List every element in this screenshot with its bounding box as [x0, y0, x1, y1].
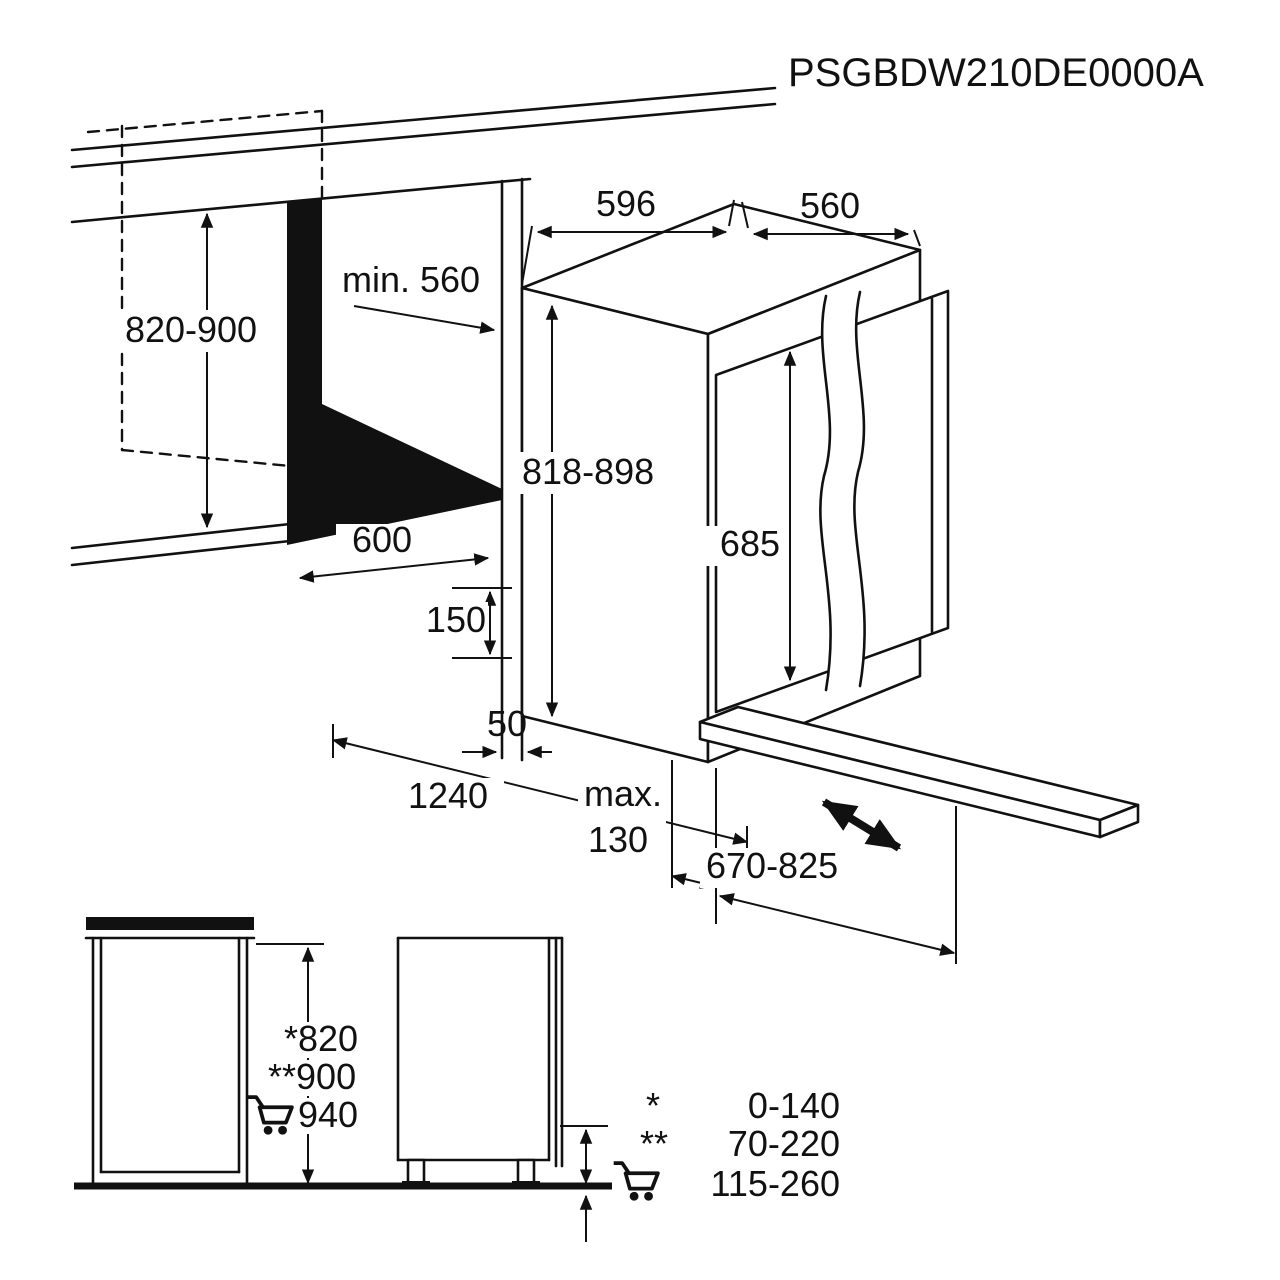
- base-edge: [70, 522, 292, 550]
- label-backing: [698, 526, 784, 566]
- adjustable-foot: [516, 1158, 536, 1185]
- dim-niche-width-label: 600: [352, 519, 412, 560]
- extension-line: [741, 201, 749, 229]
- slide-direction-arrow: [821, 798, 902, 852]
- label-backing: [578, 776, 666, 862]
- leader-arrow: [353, 305, 496, 334]
- dim-appliance-height-label: 818-898: [522, 451, 654, 492]
- left-side-face: [520, 286, 710, 764]
- dim-appliance-depth-label: 560: [800, 185, 860, 226]
- dimension-arrow: [298, 553, 490, 583]
- panel-break: [819, 290, 866, 692]
- dim-plinth-range-label: 670-825: [706, 845, 838, 886]
- dim-appliance-depth: 560: [741, 185, 921, 247]
- dim-pullout-depth-label: 1240: [408, 775, 488, 816]
- niche-cutout: [287, 199, 502, 545]
- label-backing: [112, 310, 270, 352]
- dim-plinth-recess: max. 130: [578, 760, 717, 924]
- dim-door-height-label: 685: [720, 523, 780, 564]
- legend-double-star-range: 70-220: [728, 1123, 840, 1164]
- dim-door-height: 685: [698, 350, 797, 682]
- plinth-board: [698, 705, 1140, 839]
- legend-double-star-symbol: **: [640, 1123, 668, 1164]
- legend-star-range: 0-140: [748, 1085, 840, 1126]
- cabinet-base-lines: [70, 522, 292, 567]
- dim-plinth-recess-value: 130: [588, 819, 648, 860]
- extension-line: [521, 225, 533, 285]
- plinth-front: [698, 720, 1102, 839]
- shopping-cart-icon: [611, 1161, 660, 1203]
- worktop-back-edge: [70, 86, 777, 152]
- legend-star-symbol: *: [646, 1085, 660, 1126]
- side-view-appliance: [396, 936, 608, 1242]
- dim-appliance-height: 818-898: [518, 304, 658, 718]
- product-code: PSGBDW210DE0000A: [788, 51, 1204, 95]
- break-mask: [820, 292, 865, 690]
- dim-plinth-range: 670-825: [700, 806, 957, 964]
- worktop-slab: [86, 917, 254, 930]
- worktop-lines: [70, 86, 777, 224]
- dimension-arrow: [718, 893, 956, 956]
- extension-line: [728, 199, 735, 227]
- dim-niche-height-label: 820-900: [125, 309, 257, 350]
- dim-plinth-recess-word: max.: [584, 773, 662, 814]
- shopping-cart-icon: [245, 1095, 294, 1137]
- dim-appliance-width: 596: [521, 183, 735, 285]
- legend: * 0-140 ** 70-220 115-260: [611, 1085, 840, 1204]
- height-star-label: *820: [284, 1018, 358, 1059]
- dim-appliance-width-label: 596: [596, 183, 656, 224]
- label-backing: [518, 452, 658, 494]
- hidden-edge: [86, 109, 324, 134]
- label-backing: [700, 848, 848, 888]
- height-double-star-label: **900: [268, 1056, 356, 1097]
- label-backing: [280, 1022, 384, 1058]
- label-backing: [392, 778, 504, 818]
- adjustable-foot: [406, 1158, 426, 1185]
- plinth-end: [1098, 803, 1140, 839]
- dim-installation-height: *820 **900 940: [245, 943, 386, 1185]
- dimension-arrow: [331, 737, 749, 845]
- height-cart-label: 940: [298, 1094, 358, 1135]
- side-view-cabinet: [84, 917, 256, 1185]
- break-wave-right: [853, 290, 866, 688]
- label-backing: [336, 524, 428, 562]
- dim-plinth-height-label: 150: [426, 599, 486, 640]
- dim-plinth-height: 150: [404, 587, 512, 659]
- label-backing: [294, 1098, 384, 1134]
- label-backing: [264, 1060, 386, 1096]
- dim-niche-depth: min. 560: [342, 259, 496, 334]
- extension-line: [913, 229, 921, 247]
- base-edge: [70, 539, 292, 567]
- dim-front-gap-label: 50: [487, 703, 527, 744]
- legend-cart-range: 115-260: [711, 1163, 840, 1204]
- plinth-top: [698, 705, 1140, 822]
- niche-hidden-edges: [86, 109, 324, 468]
- dim-niche-depth-label: min. 560: [342, 259, 480, 300]
- break-wave-left: [819, 294, 832, 692]
- label-backing: [404, 602, 488, 640]
- worktop-front-edge: [70, 177, 532, 224]
- dim-niche-height: 820-900: [112, 212, 270, 529]
- worktop-top-edge: [70, 102, 777, 169]
- dim-niche-width: 600: [298, 519, 490, 583]
